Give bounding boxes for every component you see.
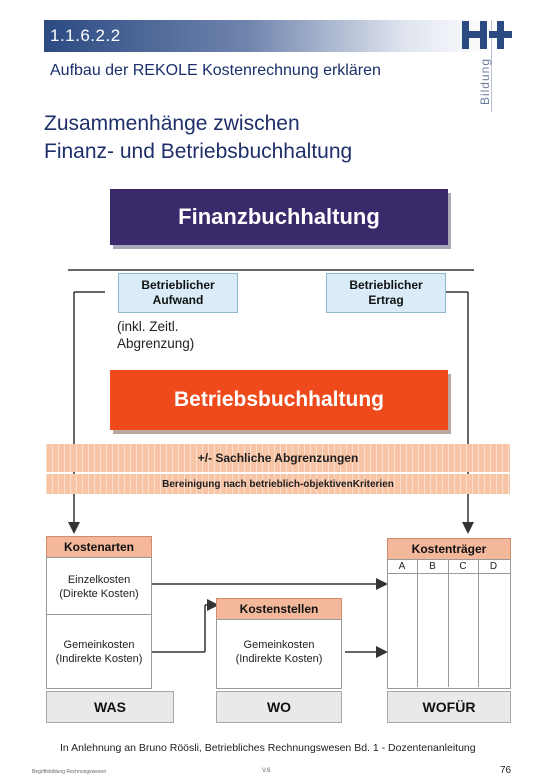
- wofuer-box: WOFÜR: [387, 691, 511, 723]
- footer-left-text: Begriffsbildung Rechnungswesen: [32, 769, 107, 775]
- section-number: 1.1.6.2.2: [50, 26, 121, 45]
- gemeinkosten-label: Gemeinkosten (Indirekte Kosten): [55, 639, 143, 665]
- hplus-logo-icon: [462, 21, 512, 49]
- page-title: Zusammenhänge zwischen Finanz- und Betri…: [44, 112, 353, 163]
- kostenstellen-body: [216, 619, 342, 689]
- kostentraeger-col-d: D: [489, 561, 498, 572]
- betrieblicher-aufwand-box: Betrieblicher Aufwand: [118, 273, 238, 313]
- zeitliche-abgrenzung-note: (inkl. Zeitl. Abgrenzung): [117, 319, 195, 351]
- kostentraeger-col-b: B: [429, 561, 436, 572]
- einzelkosten-label: Einzelkosten (Direkte Kosten): [59, 574, 139, 600]
- kostentraeger-col-a: A: [398, 561, 406, 572]
- finanzbuchhaltung-box: Finanzbuchhaltung: [110, 189, 448, 245]
- kostenstellen-gemeinkosten-label: Gemeinkosten (Indirekte Kosten): [235, 639, 323, 665]
- kostenarten-header: Kostenarten: [46, 536, 152, 558]
- subtitle: Aufbau der REKOLE Kostenrechnung erkläre…: [50, 62, 381, 79]
- page-number: 76: [500, 765, 512, 776]
- kostentraeger-col-divider-2: [448, 559, 449, 687]
- kostenstellen-header: Kostenstellen: [216, 598, 342, 620]
- kostentraeger-header: Kostenträger: [387, 538, 511, 560]
- kostentraeger-col-divider-3: [478, 559, 479, 687]
- was-box: WAS: [46, 691, 174, 723]
- bereinigung-band: Bereinigung nach betrieblich-objektivenK…: [46, 474, 510, 494]
- kostentraeger-col-c: C: [459, 561, 467, 572]
- source-credit: In Anlehnung an Bruno Röösli, Betrieblic…: [60, 742, 476, 754]
- hplus-logo: [460, 18, 514, 52]
- kostentraeger-col-divider-1: [417, 559, 418, 687]
- wo-box: WO: [216, 691, 342, 723]
- kostenarten-body: [46, 557, 152, 689]
- footer-version: V.6: [262, 768, 271, 774]
- header-bar: [44, 20, 494, 52]
- sachliche-abgrenzungen-band: +/- Sachliche Abgrenzungen: [46, 444, 510, 472]
- betrieblicher-ertrag-box: Betrieblicher Ertrag: [326, 273, 446, 313]
- header-divider: [491, 20, 492, 112]
- betriebsbuchhaltung-box: Betriebsbuchhaltung: [110, 370, 448, 430]
- kostentraeger-body: [387, 559, 511, 689]
- kostentraeger-col-header-line: [387, 573, 511, 574]
- kostenarten-divider: [46, 614, 152, 615]
